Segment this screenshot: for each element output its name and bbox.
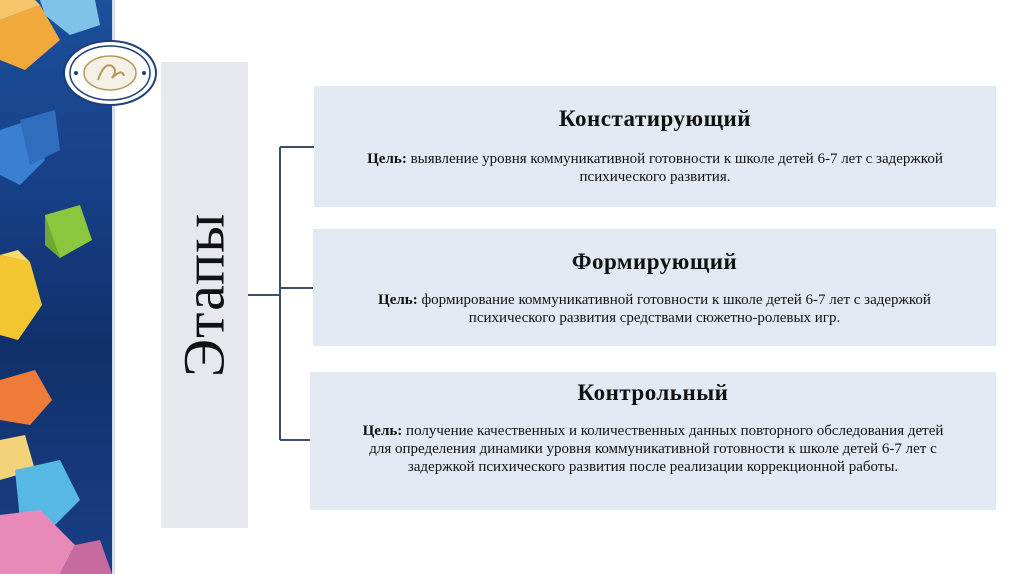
stage-goal: Цель: выявление уровня коммуникативной г… (314, 150, 996, 186)
stage-card-ascertaining: Констатирующий Цель: выявление уровня ко… (314, 86, 996, 207)
goal-label: Цель: (378, 292, 418, 308)
goal-label: Цель: (363, 423, 403, 439)
stage-title: Констатирующий (314, 106, 996, 132)
stage-title: Формирующий (313, 249, 996, 275)
goal-text: получение качественных и количественных … (369, 423, 943, 475)
goal-label: Цель: (367, 151, 407, 167)
stage-card-formative: Формирующий Цель: формирование коммуника… (313, 229, 996, 346)
stage-card-control: Контрольный Цель: получение качественных… (310, 372, 996, 510)
goal-text: формирование коммуникативной готовности … (421, 292, 931, 326)
stage-goal: Цель: получение качественных и количеств… (310, 422, 996, 476)
stage-goal: Цель: формирование коммуникативной готов… (313, 291, 996, 327)
goal-text: выявление уровня коммуникативной готовно… (411, 151, 943, 185)
stage-title: Контрольный (310, 380, 996, 406)
